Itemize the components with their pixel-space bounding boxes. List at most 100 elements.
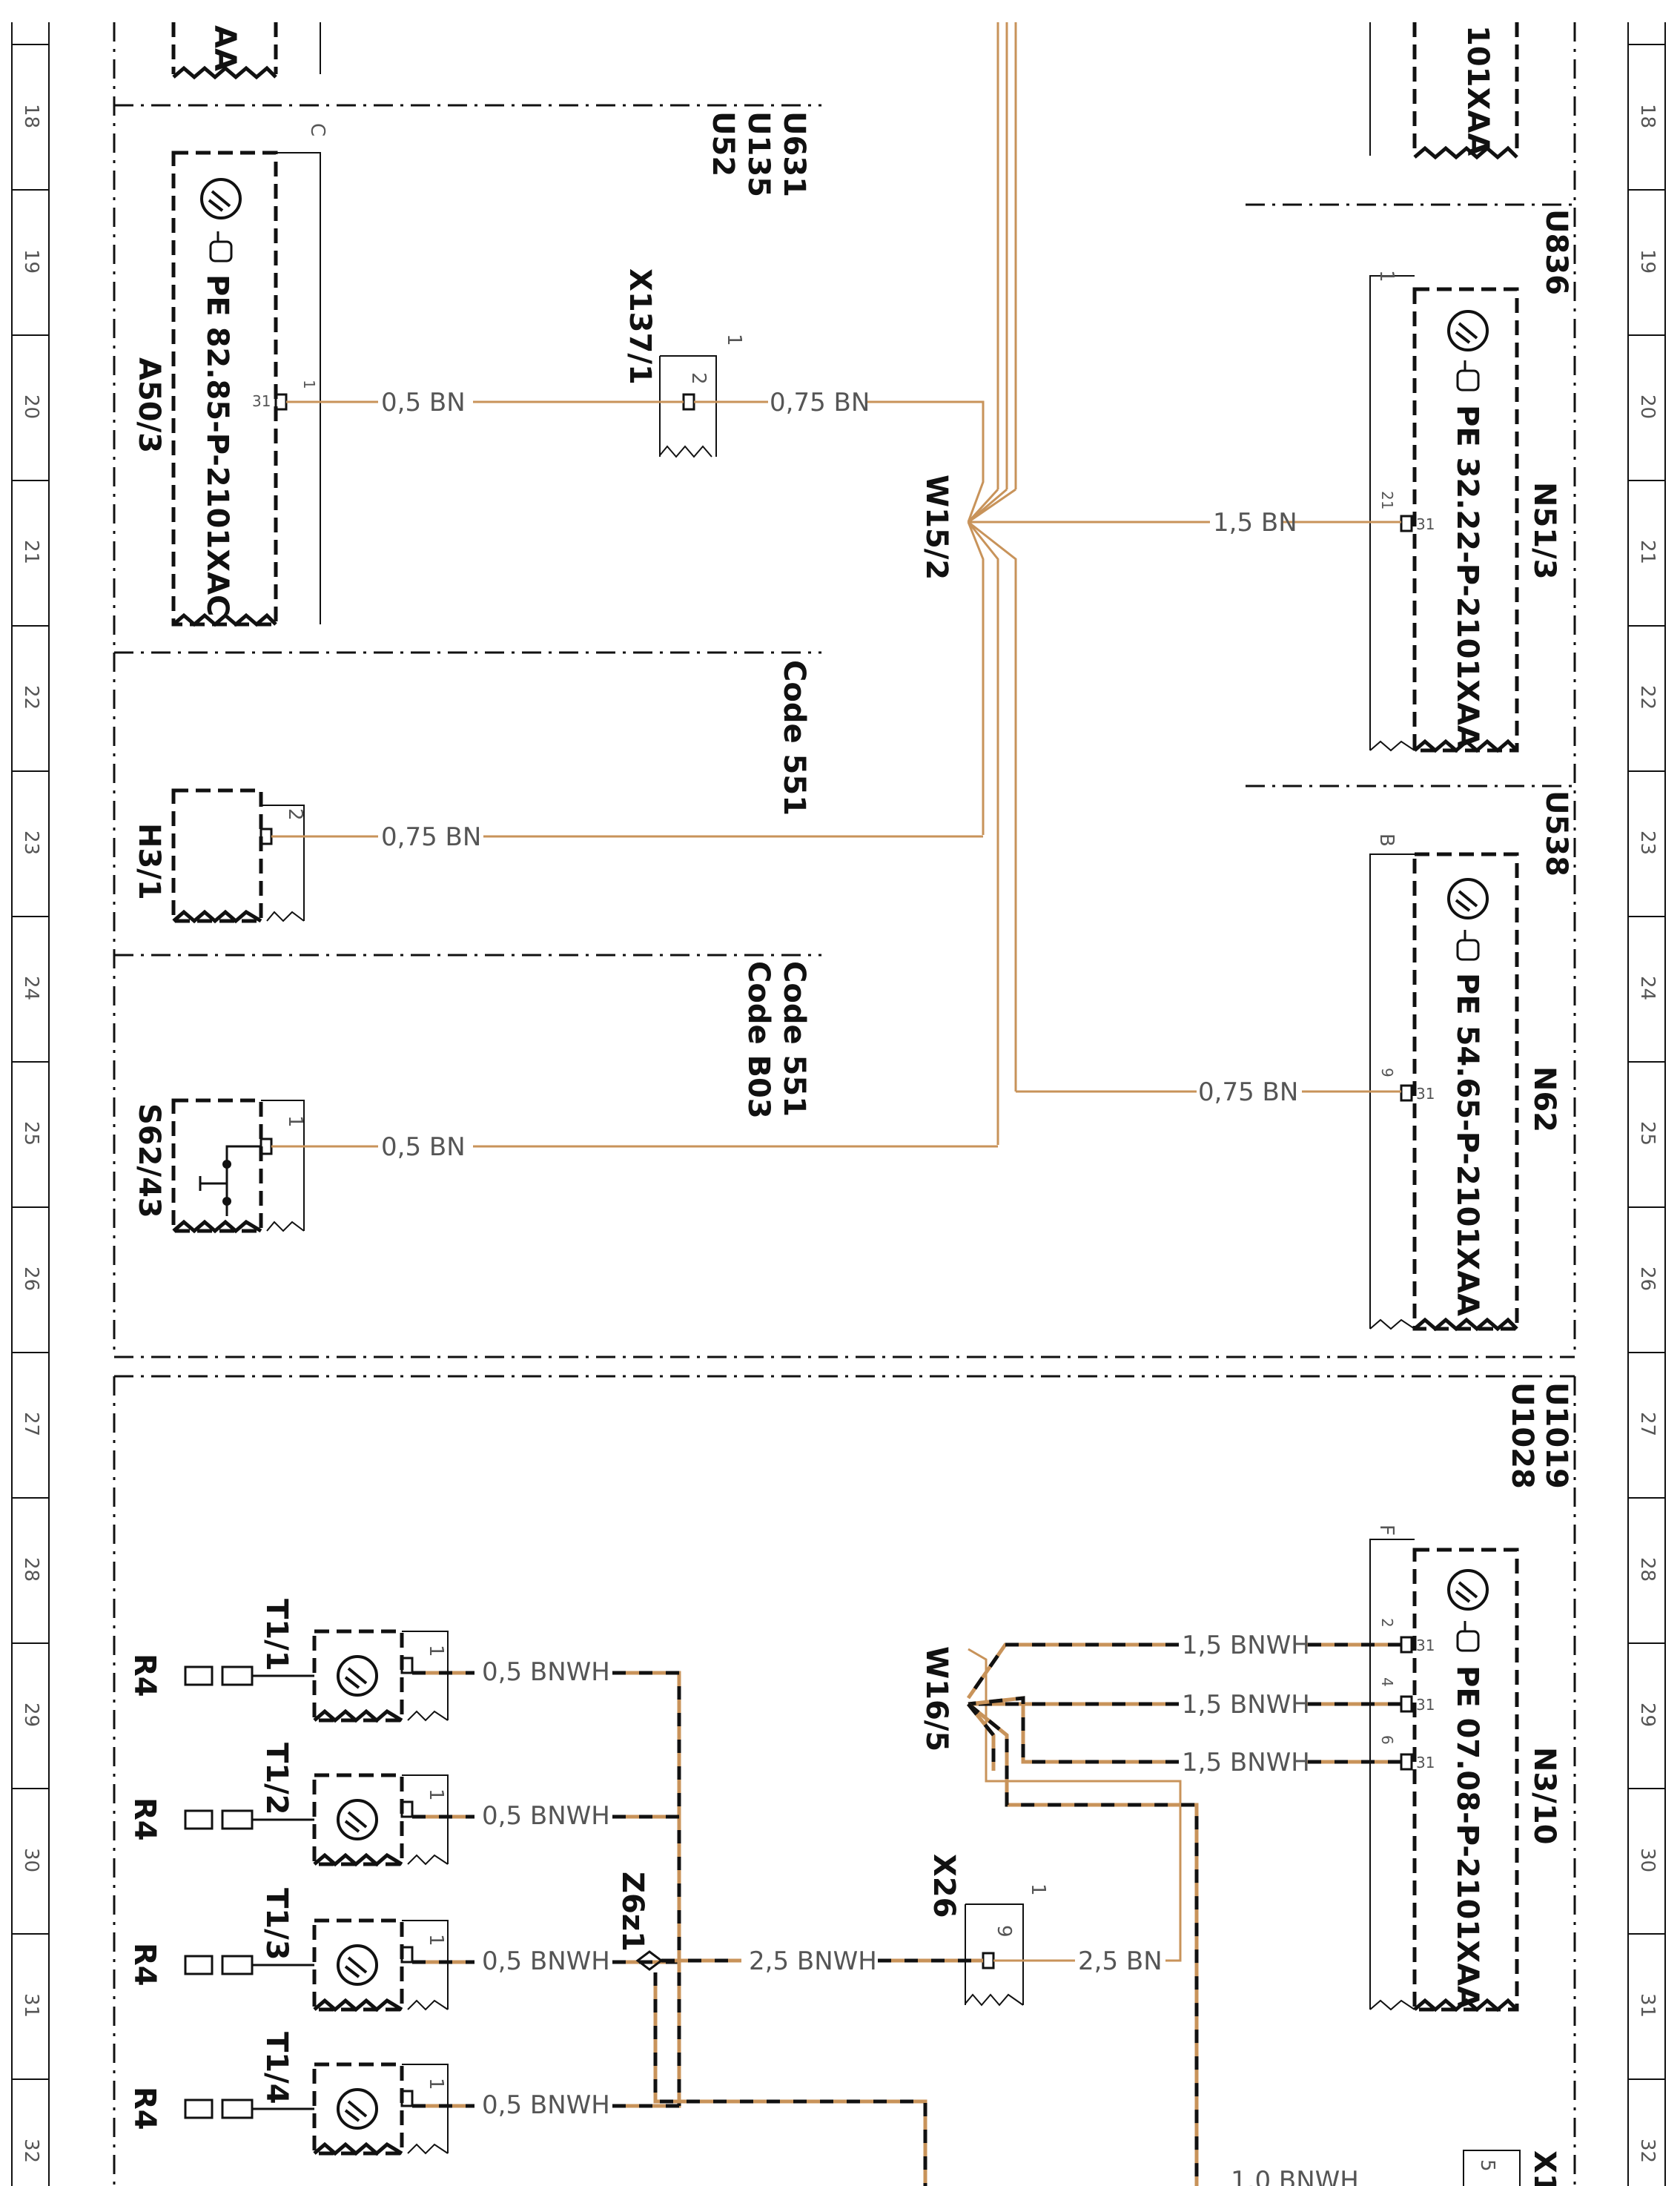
hand-pointer-icon — [1456, 360, 1480, 392]
component-name: H3/1 — [132, 823, 166, 900]
hand-pointer-icon — [1456, 930, 1480, 961]
frame-row-number: 20 — [20, 394, 42, 419]
component-n62[interactable]: B PE 54.65-P-2101XAA N62 9 31 — [1369, 833, 1561, 1332]
pin-number: 9 — [993, 1925, 1015, 1938]
sensor-pin: 1 — [425, 1934, 447, 1946]
pin-number: 2 — [284, 808, 306, 821]
svg-text:Code B03: Code B03 — [741, 961, 775, 1119]
component-letter: B — [1375, 833, 1398, 847]
pin-a: 9 — [1378, 1068, 1396, 1077]
frame-row-number: 30 — [1636, 1848, 1658, 1872]
frame-row-number: 22 — [20, 685, 42, 710]
wire-labels: 0,5 BN 0,75 BN 1,5 BN 0,75 BN 0,75 BN 0,… — [381, 388, 1359, 2186]
svg-text:1,5 BN: 1,5 BN — [1213, 508, 1297, 538]
frame-row-number: 22 — [1636, 685, 1658, 710]
component-letter: 1 — [1375, 270, 1398, 283]
svg-text:101XAA: 101XAA — [1461, 25, 1495, 156]
frame-row-number: 31 — [20, 1993, 42, 2018]
svg-text:U631: U631 — [777, 111, 811, 197]
frame-row-number: 31 — [1636, 1993, 1658, 2018]
component-s62-43[interactable]: S62/43 1 — [132, 1098, 306, 1234]
transistor-icon — [337, 2088, 378, 2130]
top-left-partial-component: AA — [171, 22, 321, 80]
frame-row-number: 32 — [20, 2139, 42, 2163]
group-label-u538: U538 — [1539, 790, 1573, 876]
svg-text:1,5 BNWH: 1,5 BNWH — [1182, 1748, 1310, 1777]
connector-x26[interactable]: X26 1 9 — [927, 1854, 1049, 2007]
component-n3-10[interactable]: F PE 07.08-P-2101XAA N3/10 2 4 6 31 31 3… — [1369, 1525, 1561, 2012]
svg-text:0,5 BNWH: 0,5 BNWH — [482, 1657, 610, 1687]
pin-b: 31 — [1416, 1085, 1435, 1103]
pin-b: 4 — [1378, 1677, 1396, 1687]
r4-label: R4 — [128, 2087, 162, 2130]
transistor-icon — [1447, 878, 1489, 919]
r4-connector-icon — [184, 1665, 314, 1686]
component-name: S62/43 — [132, 1103, 166, 1218]
r4-connector-icon — [184, 1955, 314, 1975]
transistor-icon — [200, 178, 242, 219]
component-reference: PE 07.08-P-2101XAA — [1450, 1665, 1484, 2009]
frame-row-number: 27 — [20, 1412, 42, 1436]
component-reference: PE 82.85-P-2101XAC — [200, 274, 234, 616]
svg-text:0,5 BN: 0,5 BN — [381, 1132, 466, 1162]
component-letter: C — [306, 123, 328, 136]
r4-connector-icon — [184, 2099, 314, 2119]
svg-text:1,5 BNWH: 1,5 BNWH — [1182, 1631, 1310, 1660]
frame-row-number: 20 — [1636, 394, 1658, 419]
connector-name: X137/1 — [623, 268, 657, 385]
component-a50-3[interactable]: C PE 82.85-P-2101XAC A50/3 31 1 — [132, 123, 328, 627]
group-label-u631: U631 U135 U52 — [706, 111, 811, 197]
svg-text:U135: U135 — [741, 111, 775, 197]
svg-text:1,0 BNWH: 1,0 BNWH — [1231, 2166, 1359, 2186]
top-right-partial-component: 101XAA — [1369, 22, 1519, 160]
component-h3-1[interactable]: H3/1 2 — [132, 788, 306, 924]
group-label-code551: Code 551 — [777, 660, 811, 816]
r4-connector-icon — [184, 1809, 314, 1830]
frame-row-number: 24 — [1636, 976, 1658, 1000]
group-label-u836: U836 — [1539, 209, 1573, 295]
left-frame-strip — [11, 22, 50, 2186]
switch-icon — [199, 1145, 261, 1216]
svg-text:0,75 BN: 0,75 BN — [770, 388, 870, 417]
component-n51-3[interactable]: 1 PE 32.22-P-2101XAA N51/3 21 31 — [1369, 270, 1561, 753]
frame-row-number: 19 — [1636, 249, 1658, 274]
transistor-icon — [1447, 310, 1489, 351]
group-label-u1019: U1019 U1028 — [1505, 1382, 1573, 1489]
frame-row-number: 19 — [20, 249, 42, 274]
svg-text:X1: X1 — [1527, 2150, 1561, 2186]
connector-x1-partial: X1 5 — [1463, 2150, 1561, 2186]
right-frame-strip — [1627, 22, 1666, 2186]
svg-text:2,5 BN: 2,5 BN — [1078, 1946, 1163, 1976]
node-w15: W15/2 — [919, 475, 953, 580]
frame-row-number: 25 — [20, 1121, 42, 1146]
svg-text:0,75 BN: 0,75 BN — [1198, 1077, 1298, 1107]
svg-text:0,5 BNWH: 0,5 BNWH — [482, 1801, 610, 1831]
pin-31-b: 31 — [1416, 1696, 1435, 1714]
splice-z6-icon — [635, 1950, 664, 1971]
transistor-icon — [337, 1799, 378, 1840]
pin-number: 31 — [252, 392, 271, 410]
frame-row-number: 28 — [1636, 1557, 1658, 1582]
pin-number: 1 — [284, 1115, 306, 1128]
component-name: N3/10 — [1527, 1747, 1561, 1845]
pin-a: 2 — [1378, 1618, 1396, 1628]
connector-x137-1[interactable]: X137/1 1 2 — [623, 268, 745, 458]
pin-top: 1 — [1027, 1883, 1049, 1896]
r4-label: R4 — [128, 1943, 162, 1987]
node-w16: W16/5 — [919, 1646, 953, 1751]
group-label-code551-b03: Code 551 Code B03 — [741, 961, 811, 1119]
frame-row-number: 24 — [20, 976, 42, 1000]
pin-top: 1 — [723, 334, 745, 346]
component-letter: F — [1375, 1525, 1398, 1536]
svg-text:0,5 BNWH: 0,5 BNWH — [482, 1946, 610, 1976]
transistor-icon — [337, 1944, 378, 1986]
component-name: N51/3 — [1527, 482, 1561, 580]
transistor-icon — [337, 1655, 378, 1697]
frame-row-number: 23 — [1636, 831, 1658, 855]
pin-a: 21 — [1378, 491, 1396, 509]
frame-row-number: 32 — [1636, 2139, 1658, 2163]
